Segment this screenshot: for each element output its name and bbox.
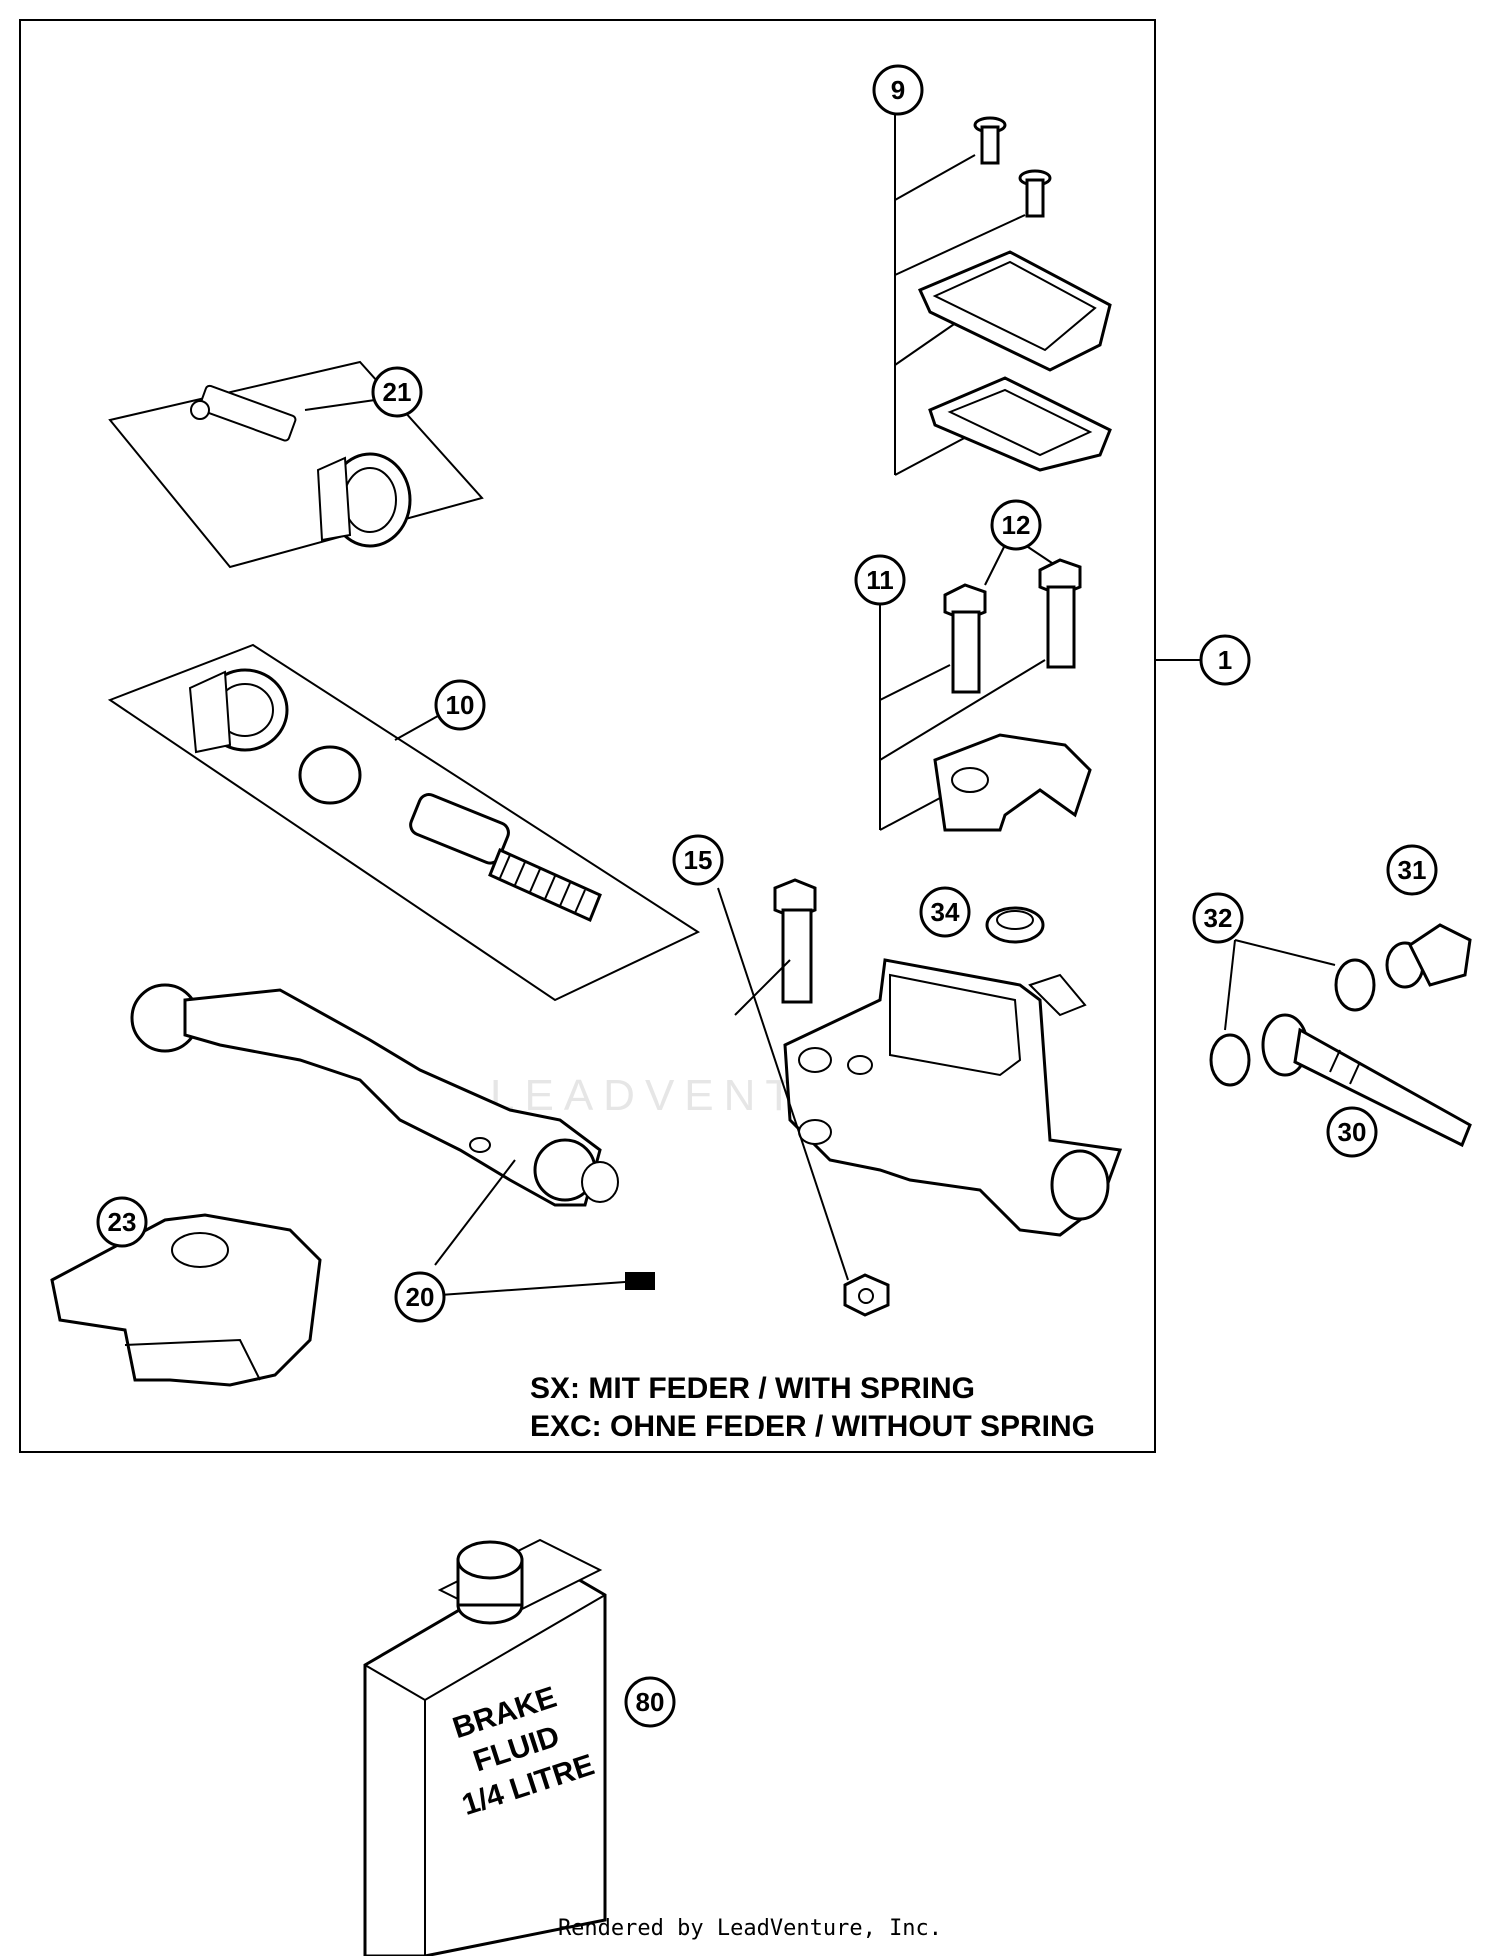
part-80-brake-fluid-bottle bbox=[363, 1538, 607, 1956]
part-23-guard bbox=[50, 1213, 322, 1387]
callout-34[interactable]: 34 bbox=[919, 886, 971, 938]
part-9-screw-1 bbox=[973, 116, 1007, 165]
part-9-cap bbox=[917, 250, 1112, 372]
callout-21[interactable]: 21 bbox=[371, 366, 423, 418]
svg-text:1: 1 bbox=[1218, 645, 1232, 675]
part-21-seal bbox=[316, 452, 412, 548]
svg-text:32: 32 bbox=[1204, 903, 1233, 933]
part-12-bolt-2 bbox=[1038, 558, 1082, 669]
svg-text:11: 11 bbox=[866, 565, 894, 595]
svg-text:30: 30 bbox=[1338, 1117, 1367, 1147]
part-9-diaphragm bbox=[928, 376, 1112, 472]
svg-text:23: 23 bbox=[108, 1207, 137, 1237]
svg-text:21: 21 bbox=[383, 377, 412, 407]
callout-9[interactable]: 9 bbox=[872, 64, 924, 116]
callout-1[interactable]: 1 bbox=[1199, 634, 1251, 686]
part-10-seal bbox=[188, 668, 289, 754]
callout-15[interactable]: 15 bbox=[672, 834, 724, 886]
svg-text:9: 9 bbox=[891, 75, 905, 105]
part-10-piston-spring bbox=[409, 793, 602, 923]
callout-32[interactable]: 32 bbox=[1192, 892, 1244, 944]
callout-10[interactable]: 10 bbox=[434, 679, 486, 731]
part-20-spring bbox=[625, 1272, 655, 1290]
callout-12[interactable]: 12 bbox=[990, 499, 1042, 551]
part-12-bolt-1 bbox=[943, 583, 987, 694]
svg-text:34: 34 bbox=[931, 897, 960, 927]
svg-text:10: 10 bbox=[446, 690, 475, 720]
part-11-clamp bbox=[933, 733, 1092, 832]
svg-text:15: 15 bbox=[684, 845, 713, 875]
part-10-circlip bbox=[298, 745, 362, 805]
svg-text:20: 20 bbox=[406, 1282, 435, 1312]
callout-23[interactable]: 23 bbox=[96, 1196, 148, 1248]
note-line-1: SX: MIT FEDER / WITH SPRING bbox=[530, 1372, 975, 1405]
master-cylinder-body bbox=[783, 958, 1123, 1237]
svg-text:12: 12 bbox=[1002, 510, 1031, 540]
part-9-screw-2 bbox=[1018, 169, 1052, 218]
note-line-2: EXC: OHNE FEDER / WITHOUT SPRING bbox=[530, 1410, 1095, 1443]
kit-box-10 bbox=[107, 643, 701, 1002]
callout-11[interactable]: 11 bbox=[854, 554, 906, 606]
part-15-nut bbox=[843, 1273, 890, 1317]
part-30-hose bbox=[1261, 1013, 1472, 1148]
part-32-washer-2 bbox=[1209, 1033, 1251, 1087]
part-31-banjo-bolt bbox=[1385, 923, 1472, 989]
render-credit-footer: Rendered by LeadVenture, Inc. bbox=[557, 1916, 943, 1941]
svg-text:80: 80 bbox=[636, 1687, 665, 1717]
part-15-bolt bbox=[773, 878, 817, 1004]
kit-box-21 bbox=[108, 360, 484, 569]
part-32-washer-1 bbox=[1334, 958, 1376, 1012]
part-20-lever bbox=[130, 983, 619, 1207]
callout-31[interactable]: 31 bbox=[1386, 844, 1438, 896]
callout-20[interactable]: 20 bbox=[394, 1271, 446, 1323]
assembly-frame bbox=[19, 19, 1156, 1453]
callout-30[interactable]: 30 bbox=[1326, 1106, 1378, 1158]
part-34-plug bbox=[985, 906, 1045, 944]
part-21-pin bbox=[190, 384, 297, 442]
svg-text:31: 31 bbox=[1398, 855, 1427, 885]
callout-80[interactable]: 80 bbox=[624, 1676, 676, 1728]
